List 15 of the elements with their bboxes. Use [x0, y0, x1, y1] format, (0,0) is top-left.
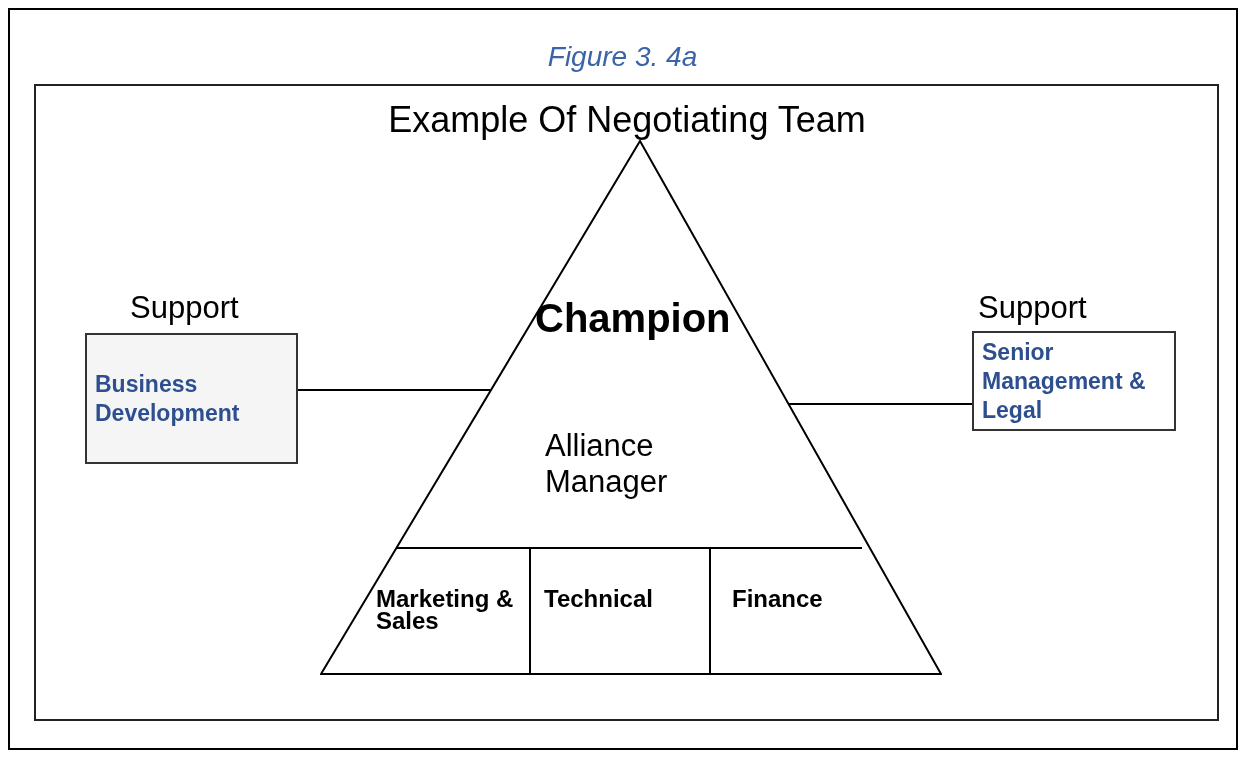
figure-caption: Figure 3. 4a [546, 40, 699, 74]
section-label: Marketing & Sales [376, 588, 515, 632]
support-heading: Support [978, 290, 1087, 326]
node-label: Alliance Manager [545, 428, 669, 500]
connector-line [297, 389, 492, 391]
support-box [85, 333, 298, 464]
section-label: Finance [732, 588, 824, 610]
connector-line [788, 403, 973, 405]
box-label: Senior Management & Legal [982, 337, 1147, 425]
section-label: Technical [544, 588, 654, 610]
diagram-title: Example Of Negotiating Team [387, 98, 867, 142]
box-label: Business Development [95, 369, 241, 428]
node-heading: Champion [535, 295, 731, 341]
support-box [972, 331, 1176, 431]
support-heading: Support [130, 290, 239, 326]
